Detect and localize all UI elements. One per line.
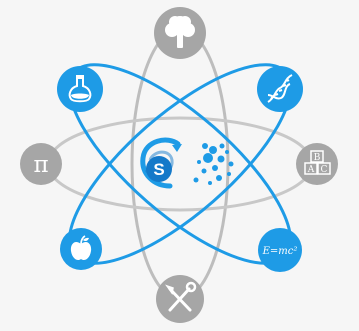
logo-letter: S bbox=[153, 160, 164, 179]
flask-icon bbox=[68, 75, 92, 103]
node-flask bbox=[57, 66, 103, 112]
molecule-icon bbox=[193, 143, 234, 185]
center-logo: S bbox=[140, 137, 234, 189]
node-tree bbox=[154, 7, 206, 59]
orbit-horizontal bbox=[46, 116, 314, 212]
apple-icon bbox=[70, 235, 92, 261]
abc-blocks-icon: B A C bbox=[304, 150, 331, 175]
node-apple bbox=[60, 228, 102, 270]
tools-icon bbox=[165, 281, 197, 312]
block-letter-c: C bbox=[321, 165, 328, 175]
orbit-vertical bbox=[130, 27, 230, 301]
node-tools bbox=[156, 275, 204, 323]
dna-icon bbox=[267, 74, 293, 103]
node-pi: π bbox=[20, 143, 62, 185]
block-letter-a: A bbox=[307, 165, 315, 175]
node-blocks: B A C bbox=[296, 143, 338, 185]
pi-icon: π bbox=[33, 152, 48, 178]
block-letter-b: B bbox=[314, 153, 321, 163]
node-dna bbox=[257, 66, 303, 112]
emc2-icon: E=mc² bbox=[262, 246, 298, 257]
node-einstein: E=mc² bbox=[258, 228, 302, 272]
tree-icon bbox=[165, 16, 195, 48]
s-arrow-logo-icon: S bbox=[140, 137, 182, 189]
